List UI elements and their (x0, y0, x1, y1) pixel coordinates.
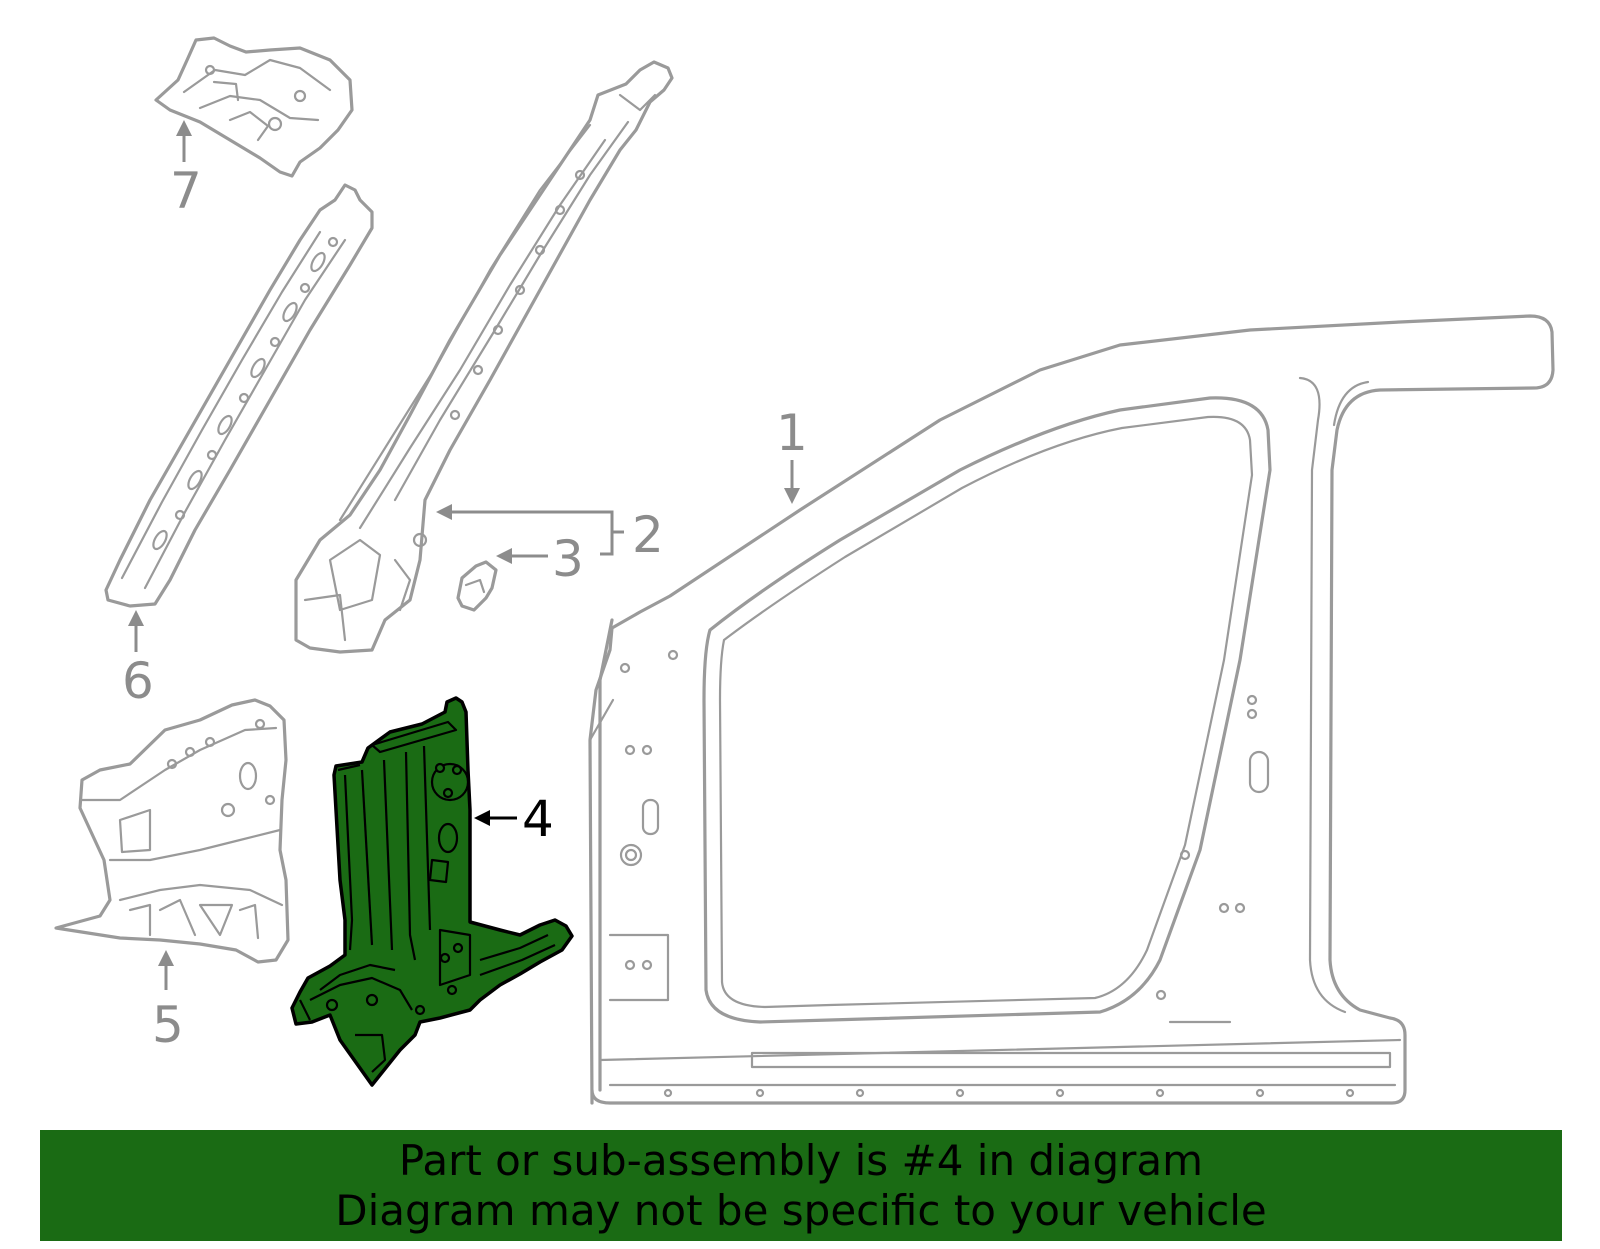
callout-4: 4 (522, 790, 554, 848)
part-5-bracket (54, 698, 290, 964)
part-6-rail (104, 183, 374, 608)
leader-6 (128, 610, 144, 652)
part-3-bracket (456, 560, 498, 612)
callout-6: 6 (122, 652, 154, 710)
part-4-center-pillar-highlighted (290, 696, 574, 1087)
leader-4 (474, 810, 517, 826)
leader-2 (436, 504, 624, 556)
callout-5: 5 (152, 996, 184, 1054)
banner-line-disclaimer: Diagram may not be specific to your vehi… (335, 1185, 1267, 1235)
leader-1 (784, 460, 800, 504)
callout-7: 7 (170, 162, 202, 220)
callout-1: 1 (776, 404, 808, 462)
info-banner: Part or sub-assembly is #4 in diagram Di… (40, 1130, 1562, 1241)
part-2-a-pillar (294, 60, 674, 654)
part-7-bracket (154, 36, 354, 178)
banner-line-part-number: Part or sub-assembly is #4 in diagram (398, 1135, 1204, 1185)
leader-3 (496, 548, 548, 564)
callout-3: 3 (552, 530, 584, 588)
leader-5 (158, 950, 174, 990)
leader-7 (176, 120, 192, 162)
part-1-body-side-frame (588, 314, 1555, 1105)
callout-2: 2 (632, 506, 664, 564)
